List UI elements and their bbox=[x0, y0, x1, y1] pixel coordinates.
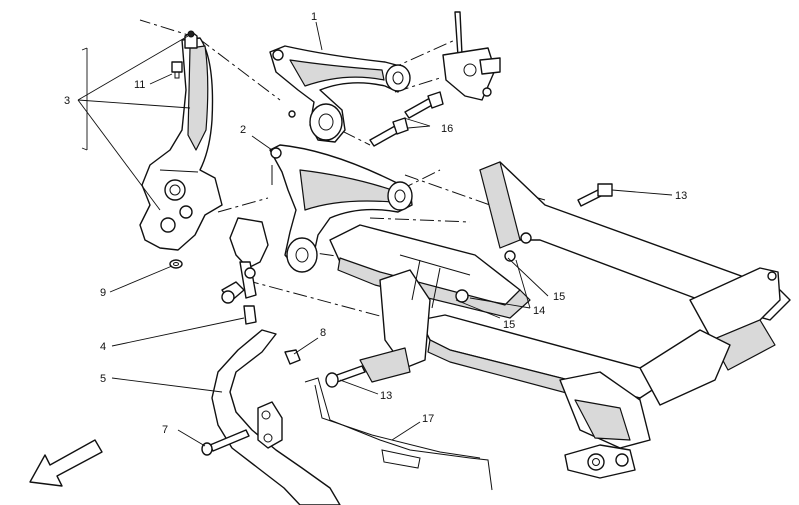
callout-1: 1 bbox=[311, 11, 317, 23]
leader-lines bbox=[77, 21, 673, 447]
callout-9: 9 bbox=[100, 287, 106, 299]
callout-15-upper: 15 bbox=[553, 291, 565, 303]
callout-16: 16 bbox=[441, 123, 453, 135]
callout-3: 3 bbox=[64, 95, 70, 107]
stabilizer-bar bbox=[211, 329, 341, 505]
callout-2: 2 bbox=[240, 124, 246, 136]
stabilizer-link bbox=[221, 217, 269, 325]
callout-14: 14 bbox=[533, 305, 545, 317]
bolt-13-lower bbox=[325, 365, 366, 388]
bolts-16 bbox=[288, 91, 444, 147]
callout-8: 8 bbox=[320, 327, 326, 339]
bolt-13-upper bbox=[577, 183, 613, 207]
bolt-7 bbox=[201, 429, 250, 456]
callout-15-lower: 15 bbox=[503, 319, 515, 331]
front-direction-arrow-icon bbox=[29, 439, 103, 487]
callout-5: 5 bbox=[100, 373, 106, 385]
nut-8 bbox=[284, 349, 301, 365]
lower-control-arm bbox=[269, 144, 413, 273]
height-sensor bbox=[442, 11, 501, 101]
callout-labels: 1 2 3 4 5 7 8 9 11 13 13 14 15 15 16 17 bbox=[64, 11, 687, 436]
upper-control-arm bbox=[269, 45, 411, 143]
skid-bracket bbox=[304, 377, 493, 491]
callout-11: 11 bbox=[134, 79, 145, 91]
callout-7: 7 bbox=[162, 424, 168, 436]
subframe bbox=[329, 161, 791, 479]
nut-9 bbox=[169, 259, 183, 269]
callout-13-lower: 13 bbox=[380, 390, 392, 402]
bolt-11 bbox=[171, 61, 183, 79]
steering-knuckle bbox=[139, 30, 223, 251]
callout-4: 4 bbox=[100, 341, 106, 353]
callout-13-upper: 13 bbox=[675, 190, 687, 202]
callout-17: 17 bbox=[422, 413, 434, 425]
